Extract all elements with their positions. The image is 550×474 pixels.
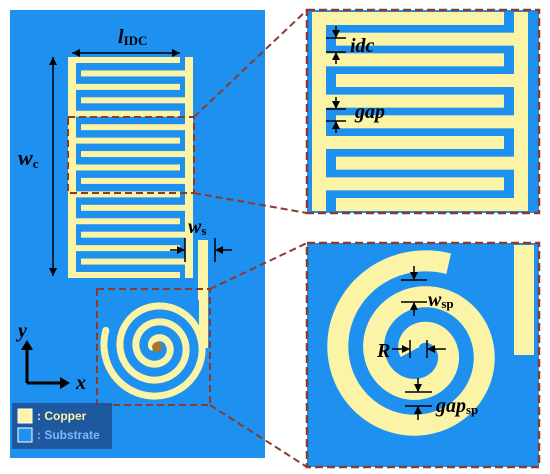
zoom-idc-finger: [336, 198, 528, 211]
w-sp-label: w: [428, 289, 442, 311]
idc-finger: [68, 57, 180, 63]
dimension-r: R: [376, 340, 446, 362]
spiral-highlight-box: [96, 288, 211, 406]
feed-point: [152, 342, 162, 352]
idc-finger: [81, 204, 193, 211]
svg-text:lIDC: lIDC: [118, 26, 147, 48]
legend-swatch-substrate: [17, 427, 33, 443]
idc-finger: [68, 191, 180, 198]
svg-text:wc: wc: [18, 145, 39, 171]
idc-highlight-box: [67, 116, 195, 194]
zoom-spiral-trace: [327, 250, 495, 436]
gap-label: gap: [354, 101, 385, 123]
svg-text:gap: gap: [354, 101, 385, 123]
dimension-idc: idc: [326, 26, 375, 64]
zoom-spiral-lead: [514, 245, 534, 355]
dimension-gap-sp: gapsp: [405, 378, 478, 420]
zoom-idc-finger: [312, 53, 504, 67]
idc-finger: [81, 124, 193, 131]
idc-finger: [68, 83, 180, 90]
idc-zoom-inset: [305, 8, 541, 215]
gap-sp-label: gap: [435, 395, 466, 417]
svg-text:gapsp: gapsp: [435, 395, 478, 417]
spiral-lead: [199, 298, 208, 348]
idc-finger: [68, 110, 180, 117]
zoom-idc-finger: [312, 94, 504, 108]
dimension-w-s: ws: [170, 216, 232, 262]
dimension-gap: gap: [326, 97, 385, 133]
spiral-trace: [100, 302, 206, 400]
connector-line: [209, 242, 308, 290]
w-c-subscript: c: [33, 156, 39, 171]
idc-finger: [81, 231, 193, 238]
dimension-w-sp: wsp: [401, 266, 454, 316]
interdigital-capacitor: [68, 57, 208, 300]
idc-finger: [68, 218, 180, 225]
legend: : Copper : Substrate: [12, 403, 112, 449]
l-idc-subscript: IDC: [124, 33, 148, 48]
idc-right-bus: [185, 57, 193, 278]
r-label: R: [376, 340, 390, 362]
w-c-label: w: [18, 145, 33, 170]
zoom-idc-finger: [336, 74, 528, 87]
zoom-idc-finger: [312, 177, 504, 191]
idc-finger: [81, 70, 193, 77]
idc-finger: [68, 137, 180, 144]
svg-text:wsp: wsp: [428, 289, 454, 311]
connector-line: [193, 192, 308, 214]
legend-copper-label: : Copper: [37, 409, 87, 423]
zoom-idc-finger: [336, 156, 528, 170]
dimension-w-c: wc: [18, 57, 57, 276]
spiral-zoom-inset: [305, 241, 541, 469]
y-axis-label: y: [16, 320, 27, 342]
idc-finger: [81, 151, 193, 158]
idc-finger: [81, 258, 193, 265]
spiral-inductor: [100, 298, 208, 400]
idc-finger: [68, 245, 180, 252]
l-idc-label: l: [118, 26, 124, 48]
idc-finger: [81, 97, 193, 104]
connector-line: [193, 9, 308, 118]
x-axis-label: x: [75, 372, 86, 394]
zoom-idc-finger: [336, 32, 528, 46]
legend-swatch-copper: [17, 408, 33, 424]
svg-text:idc: idc: [350, 35, 375, 57]
zoom-idc-finger: [312, 136, 504, 149]
dimension-l-idc: lIDC: [72, 26, 180, 57]
svg-text:ws: ws: [188, 216, 206, 238]
connector-line: [209, 404, 308, 468]
idc-spiral-connector: [198, 240, 208, 300]
legend-substrate-label: : Substrate: [37, 428, 100, 442]
coordinate-axes: x y: [16, 320, 86, 394]
zoom-idc-finger: [312, 12, 504, 25]
w-sp-subscript: sp: [441, 296, 453, 311]
idc-label: idc: [350, 35, 375, 57]
w-s-subscript: s: [201, 223, 206, 238]
gap-sp-subscript: sp: [466, 402, 478, 417]
idc-finger: [68, 272, 180, 278]
w-s-label: w: [188, 216, 202, 238]
idc-finger: [68, 164, 180, 171]
zoom-idc-finger: [336, 115, 528, 129]
svg-text:R: R: [376, 340, 390, 362]
idc-finger: [81, 177, 193, 184]
